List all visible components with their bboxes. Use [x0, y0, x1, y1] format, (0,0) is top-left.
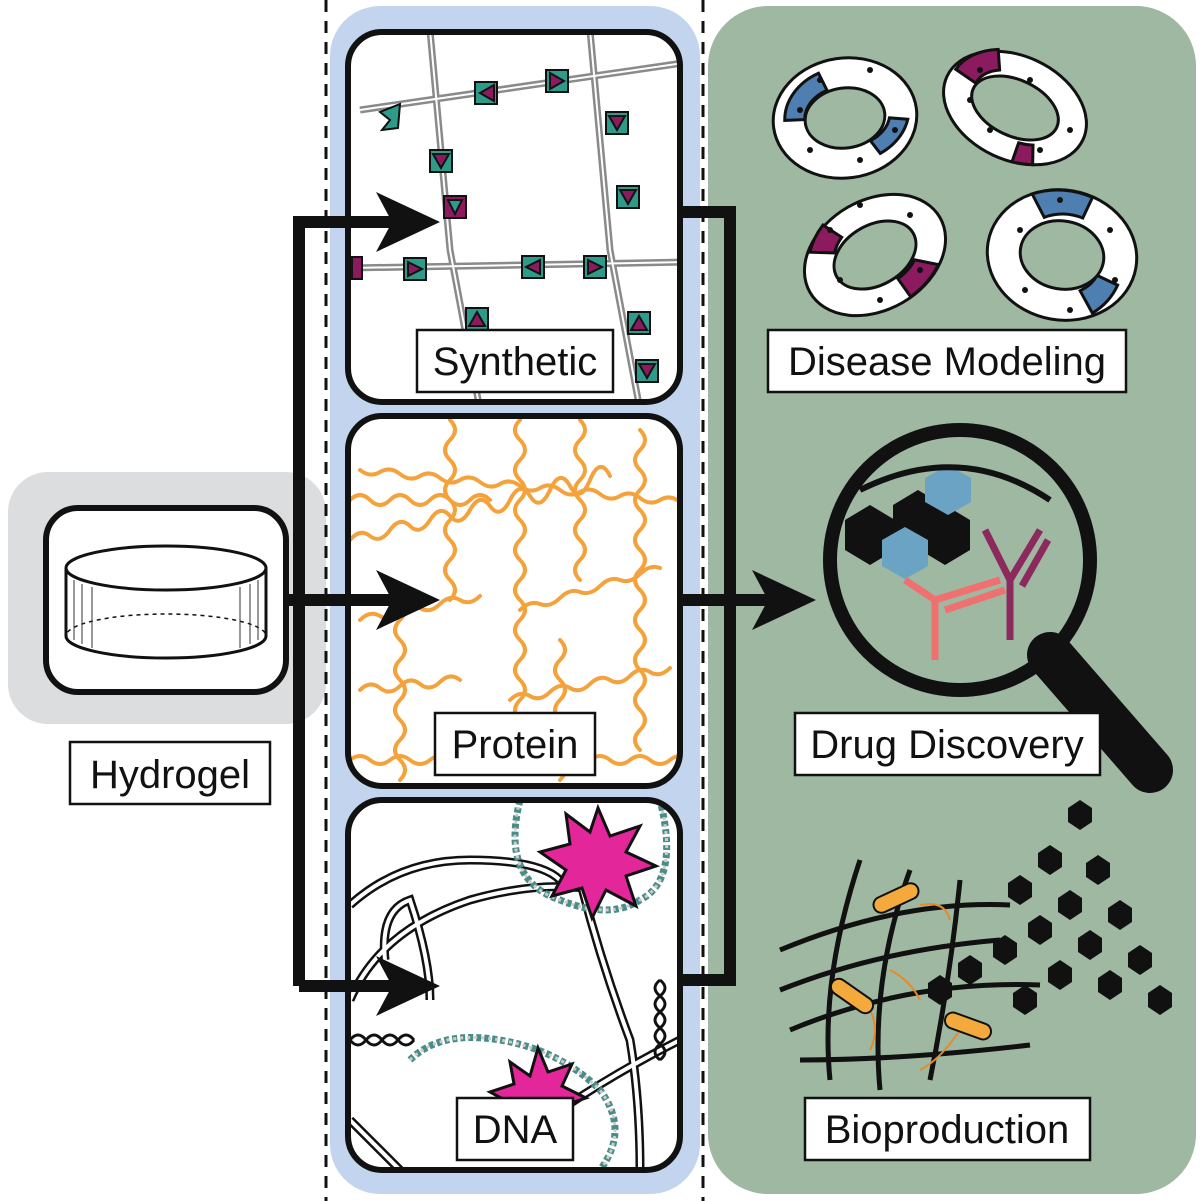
synthetic-label: Synthetic [433, 340, 598, 384]
dna-hydrogel-box: DNA [345, 797, 683, 1173]
arrowhead-applications [752, 570, 816, 630]
bioproduction-illustration [779, 800, 1172, 1091]
drug-discovery-magnifier-icon [823, 423, 1173, 793]
synthetic-hydrogel-box: Synthetic [345, 29, 683, 405]
arrowhead-protein [376, 570, 440, 630]
bioproduction-label: Bioproduction [825, 1108, 1070, 1152]
hydrogel-label-box: Hydrogel [68, 740, 272, 806]
dna-helix [348, 978, 667, 1062]
arrowhead-synthetic [376, 192, 440, 252]
disease-modeling-label: Disease Modeling [788, 340, 1106, 384]
dna-network-illustration [348, 800, 680, 1170]
drug-discovery-label: Drug Discovery [810, 723, 1083, 767]
hydrogel-icon [43, 505, 289, 695]
synthetic-network-illustration [349, 32, 680, 402]
hydrogel-label: Hydrogel [90, 753, 250, 797]
disease-modeling-organoids [771, 47, 1139, 322]
synthetic-crosslinkers [351, 69, 659, 383]
protein-label: Protein [452, 723, 579, 767]
arrowhead-dna [376, 956, 440, 1016]
dna-star-top [536, 803, 661, 922]
dna-label: DNA [473, 1108, 558, 1152]
